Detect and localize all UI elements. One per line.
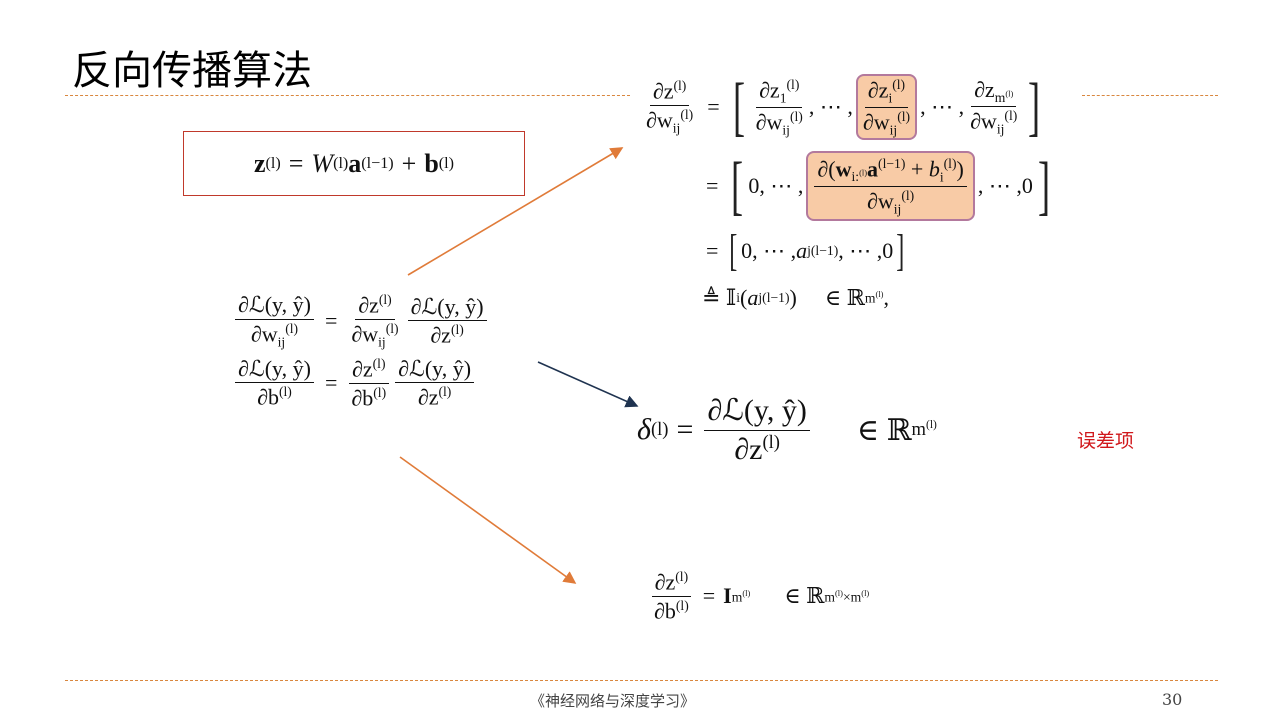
chain-rule-equations: ∂ℒ(y, ŷ)∂wij(l) = ∂z(l)∂wij(l) ∂ℒ(y, ŷ)∂… bbox=[232, 290, 490, 414]
weight-gradient-derivation: ∂z(l)∂wij(l) =[ ∂z1(l)∂wij(l) , ⋯ , ∂zi(… bbox=[646, 70, 1050, 311]
footer-book-title: 《神经网络与深度学习》 bbox=[530, 692, 696, 710]
weight-chain-rule: ∂ℒ(y, ŷ)∂wij(l) = ∂z(l)∂wij(l) ∂ℒ(y, ŷ)∂… bbox=[232, 290, 490, 352]
divider-bottom bbox=[65, 680, 1218, 681]
bias-chain-rule: ∂ℒ(y, ŷ)∂b(l) = ∂z(l)∂b(l) ∂ℒ(y, ŷ)∂z(l) bbox=[232, 352, 490, 414]
arrow-to-delta bbox=[537, 361, 639, 408]
slide-title: 反向传播算法 bbox=[72, 48, 312, 94]
error-term-label: 误差项 bbox=[1077, 430, 1135, 452]
divider-top-left bbox=[65, 95, 630, 96]
arrow-to-weight-gradient bbox=[407, 147, 624, 276]
arrow-to-bias-gradient bbox=[399, 456, 577, 584]
highlighted-expansion: ∂(zwi:(l)a(l−1) + bi(l))∂wij(l) bbox=[806, 150, 975, 222]
divider-top-right bbox=[1082, 95, 1218, 96]
page-number: 30 bbox=[1162, 690, 1183, 709]
forward-equation: z(l)=W(l)a(l−1)+b(l) bbox=[183, 131, 525, 196]
highlighted-term: ∂zi(l)∂wij(l) bbox=[855, 73, 918, 141]
